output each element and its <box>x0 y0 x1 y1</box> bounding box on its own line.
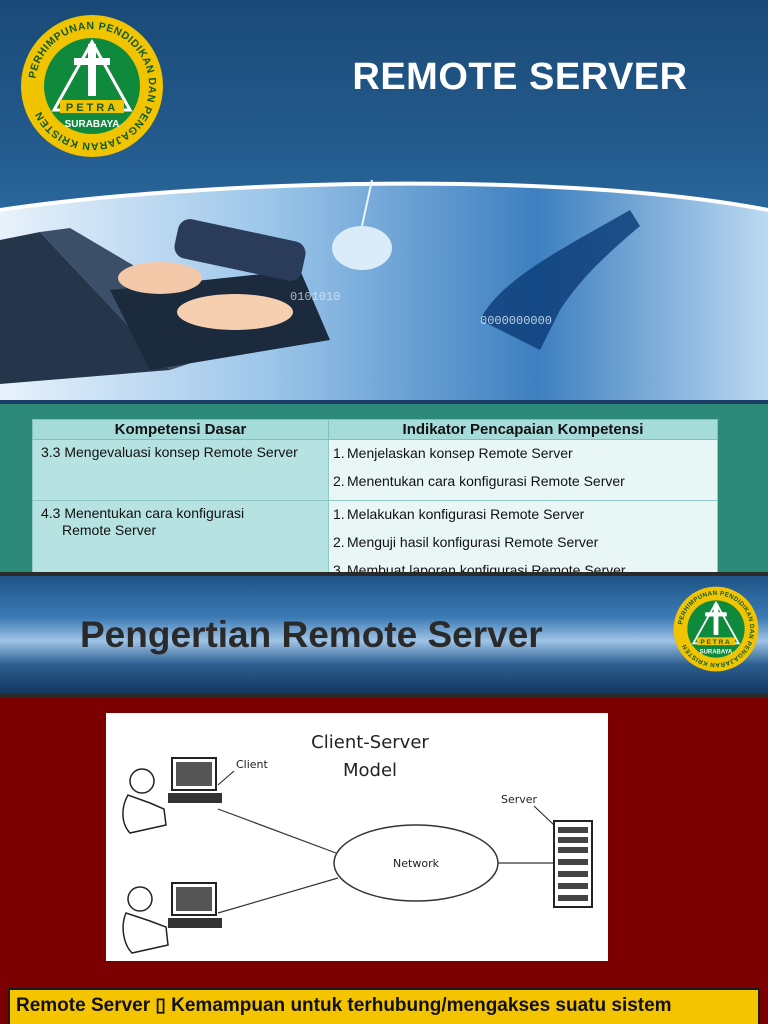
svg-text:0000000000: 0000000000 <box>480 314 552 328</box>
competency-table: Kompetensi Dasar Indikator Pencapaian Ko… <box>32 419 718 572</box>
keyboard-mouse-photo: 0000000000 0101010 <box>0 179 768 404</box>
network-label: Network <box>393 857 440 870</box>
kd-cell: 3.3 Mengevaluasi konsep Remote Server <box>32 439 329 501</box>
logo-name: PETRA <box>66 102 118 114</box>
slide-2-header-banner <box>0 576 768 694</box>
list-item: 2.Menentukan cara konfigurasi Remote Ser… <box>333 473 625 489</box>
slide-2-title: Pengertian Remote Server <box>80 614 543 655</box>
header-indikator: Indikator Pencapaian Kompetensi <box>328 419 718 440</box>
client-label: Client <box>236 758 269 771</box>
header-kompetensi-dasar: Kompetensi Dasar <box>32 419 329 440</box>
diagram-title-2: Model <box>343 760 397 781</box>
kd-cell: 4.3 Menentukan cara konfigurasi Remote S… <box>32 500 329 572</box>
indicator-cell: 1.Menjelaskan konsep Remote Server 2.Men… <box>328 439 718 501</box>
header-divider <box>0 694 768 698</box>
list-item: 1.Melakukan konfigurasi Remote Server <box>333 506 585 522</box>
client-computer-icon-2 <box>122 882 222 954</box>
server-label: Server <box>501 793 538 806</box>
list-item: 3.Membuat laporan konfigurasi Remote Ser… <box>333 562 626 572</box>
list-item: 1.Menjelaskan konsep Remote Server <box>333 445 573 461</box>
client-server-diagram: Client-Server Model Network Client <box>106 713 608 961</box>
table-row: 3.3 Mengevaluasi konsep Remote Server 1.… <box>32 439 718 501</box>
client-computer-icon <box>122 757 222 834</box>
diagram-title-1: Client-Server <box>311 732 429 753</box>
petra-logo: PERHIMPUNAN PENDIDIKAN DAN PENGAJARAN KR… <box>21 15 163 157</box>
table-header-row: Kompetensi Dasar Indikator Pencapaian Ko… <box>32 419 718 440</box>
slide-1-title: REMOTE SERVER <box>352 56 688 98</box>
slide-2: Pengertian Remote Server PERHIMPUNAN PEN… <box>0 576 768 1024</box>
petra-logo-small: PERHIMPUNAN PENDIDIKAN DAN PENGAJARAN KR… <box>673 586 759 672</box>
server-rack-icon <box>553 820 593 908</box>
table-row: 4.3 Menentukan cara konfigurasi Remote S… <box>32 500 718 572</box>
svg-text:0101010: 0101010 <box>290 290 340 304</box>
definition-caption: Remote Server ▯ Kemampuan untuk terhubun… <box>8 988 760 1024</box>
svg-text:SURABAYA: SURABAYA <box>700 649 733 655</box>
indicator-cell: 1.Melakukan konfigurasi Remote Server 2.… <box>328 500 718 572</box>
slide-1: PERHIMPUNAN PENDIDIKAN DAN PENGAJARAN KR… <box>0 0 768 572</box>
svg-text:PETRA: PETRA <box>700 639 731 646</box>
logo-city: SURABAYA <box>65 119 120 130</box>
list-item: 2.Menguji hasil konfigurasi Remote Serve… <box>333 534 599 550</box>
